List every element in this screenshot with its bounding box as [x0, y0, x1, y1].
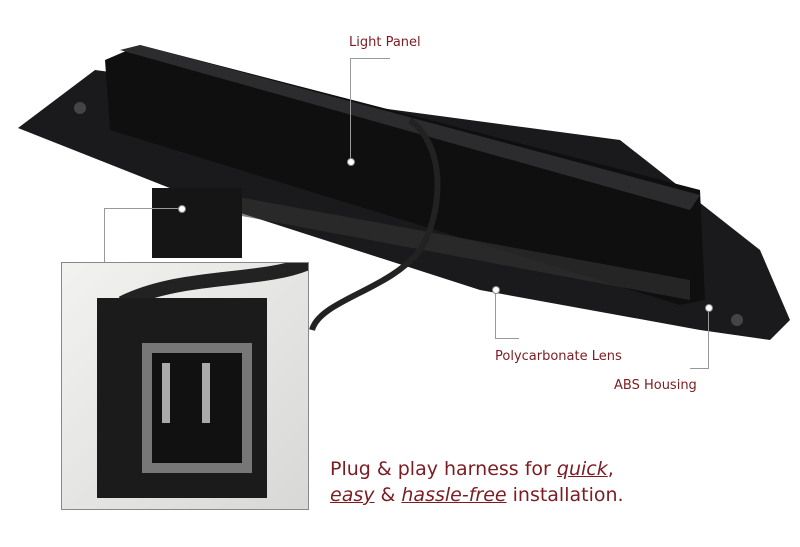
label-abs-housing: ABS Housing [614, 378, 697, 393]
mount-hole [731, 314, 743, 326]
tagline-text: installation. [506, 484, 624, 506]
light-panel-body [105, 45, 705, 305]
tagline: Plug & play harness for quick, easy & ha… [330, 456, 624, 508]
tagline-text: Plug & play harness for [330, 458, 557, 480]
tagline-text: & [374, 484, 402, 506]
tagline-hassle-free: hassle-free [401, 484, 507, 506]
connector-closeup-photo [97, 263, 308, 498]
connector-closeup [61, 262, 309, 510]
tagline-quick: quick [556, 458, 608, 480]
label-polycarbonate-lens: Polycarbonate Lens [495, 349, 622, 364]
tagline-easy: easy [330, 484, 375, 506]
panel-top-edge [120, 45, 700, 210]
polycarbonate-lens [200, 190, 690, 300]
mount-hole [74, 102, 86, 114]
tagline-text: , [607, 458, 614, 480]
connector [152, 188, 242, 258]
wire [309, 117, 441, 332]
label-light-panel: Light Panel [349, 35, 421, 50]
